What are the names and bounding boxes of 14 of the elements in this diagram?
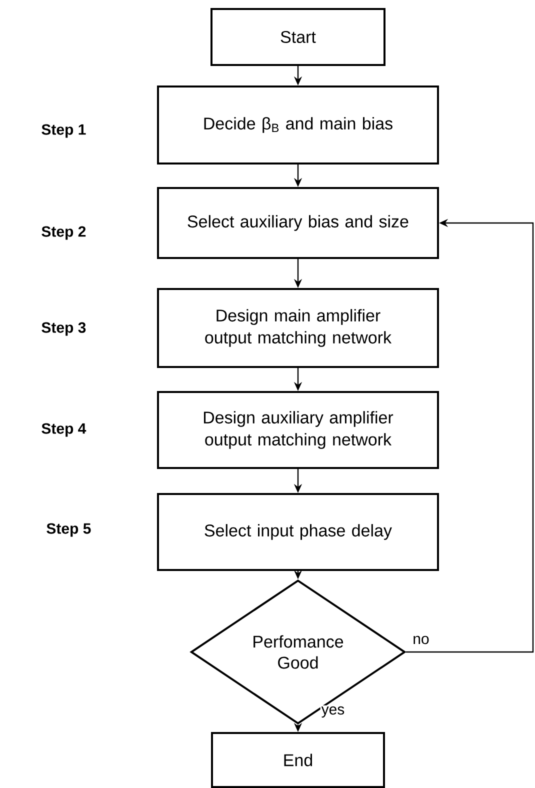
edge-label: yes: [320, 705, 346, 719]
step-label: Step 2: [42, 226, 86, 240]
process-box: Decide β$_{B}$ and main bias: [157, 86, 439, 164]
process-box: Select input phase delay: [157, 493, 439, 571]
process-box: Design main amplifier output matching network: [157, 288, 439, 368]
process-box: End: [211, 732, 385, 788]
process-box: Start: [210, 8, 386, 66]
process-box: Design auxiliary amplifier output matching network: [157, 391, 439, 469]
edge-label: no: [412, 634, 430, 646]
step-label: Step 3: [42, 322, 86, 336]
process-box: Select auxiliary bias and size: [157, 187, 439, 259]
step-label: Step 5: [46, 523, 91, 537]
step-label: Step 4: [42, 423, 86, 437]
step-label: Step 1: [42, 124, 86, 138]
